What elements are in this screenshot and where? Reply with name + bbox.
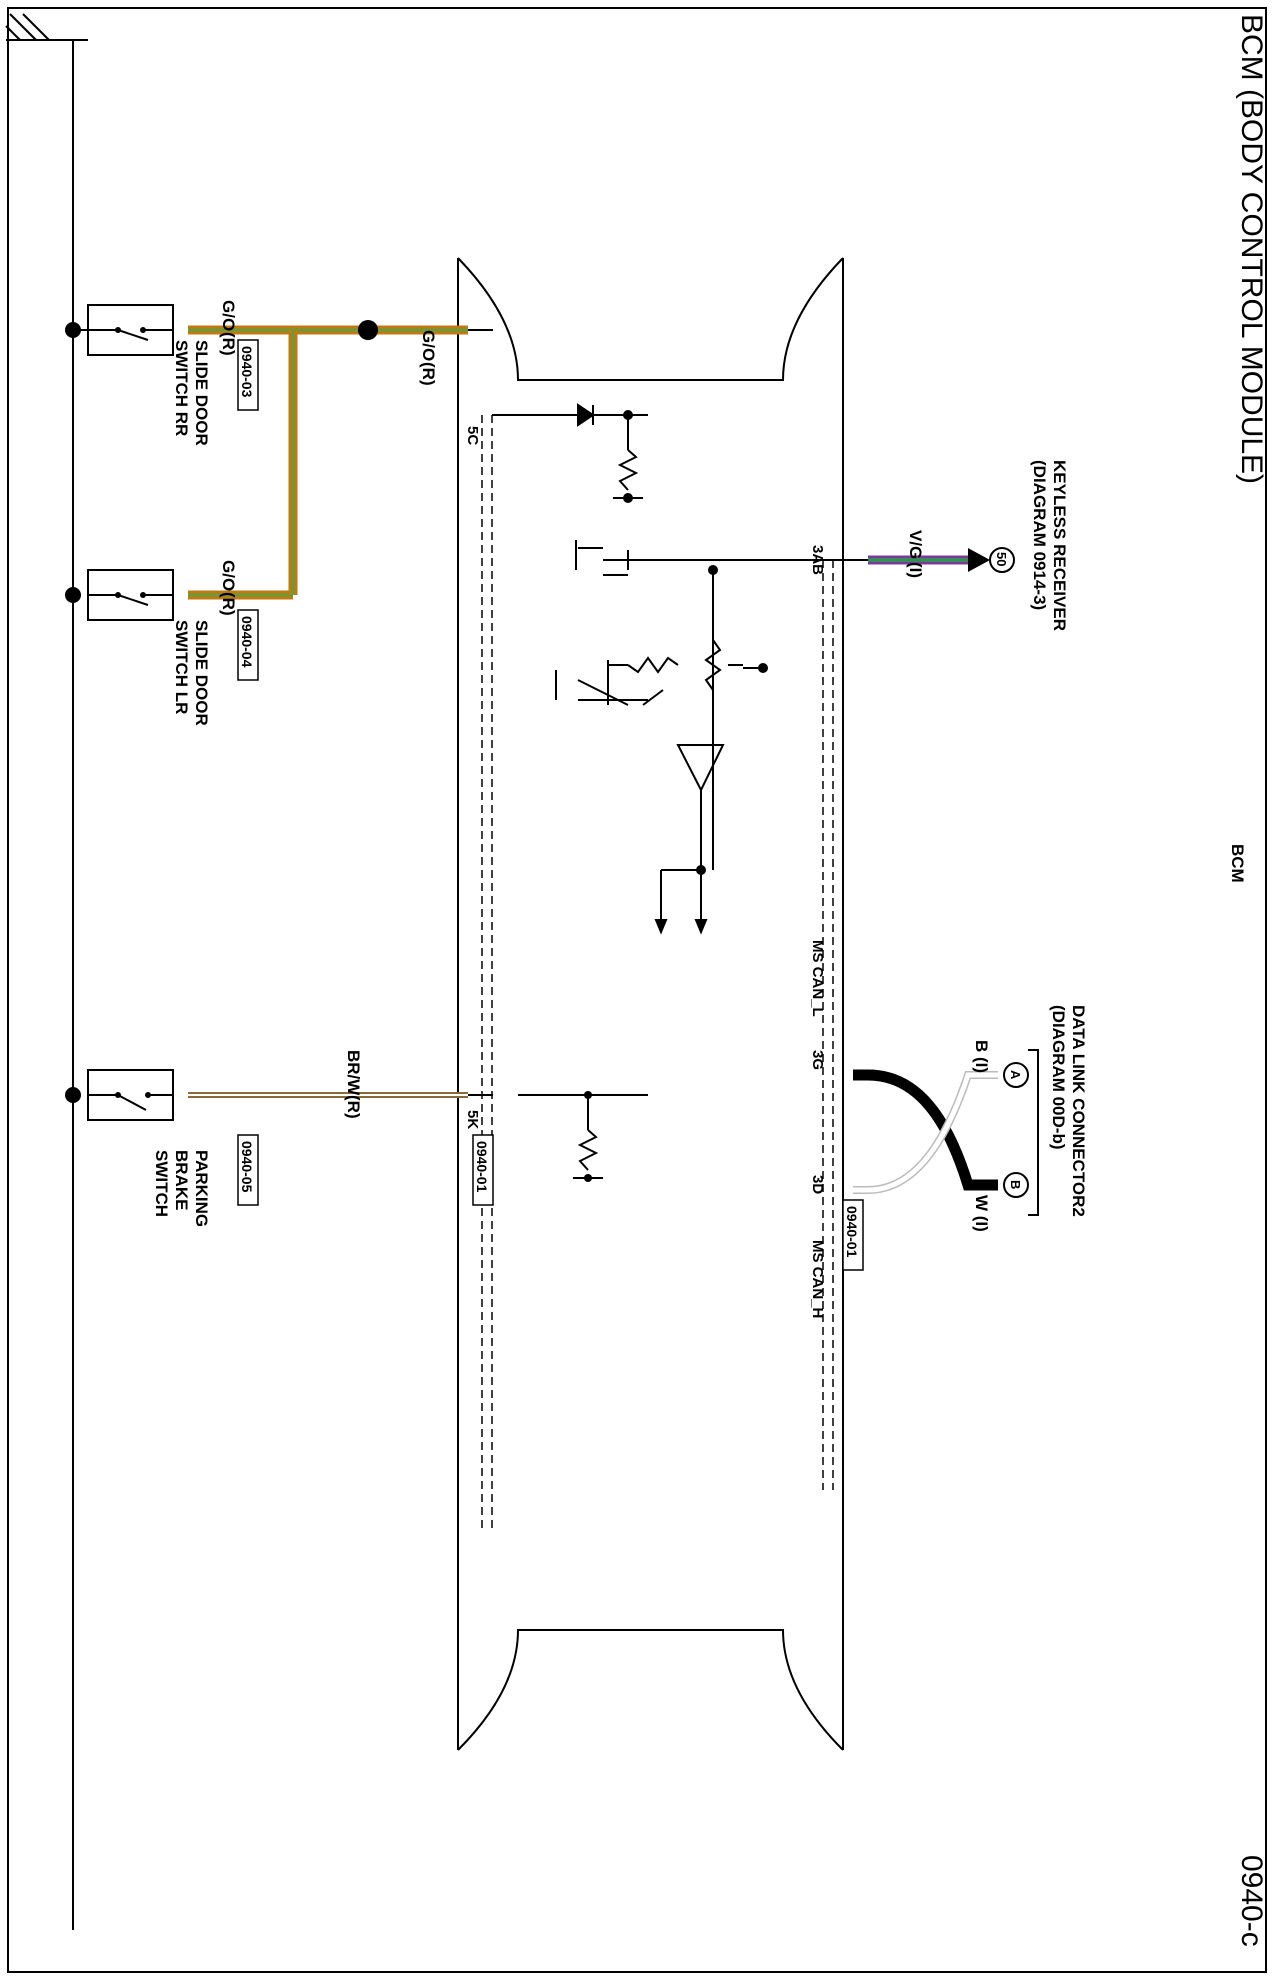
parking-brake-pin: 5K bbox=[464, 1110, 481, 1129]
keyless-receiver-wire: V/G bbox=[906, 530, 925, 559]
bcm-connector: 0940-01 bbox=[474, 1141, 490, 1193]
slide-door-lr-wire: G/O bbox=[219, 560, 238, 591]
bcm-module bbox=[457, 257, 844, 1751]
parking-brake-label-line3: SWITCH bbox=[152, 1150, 171, 1217]
data-link-signal-high: MS CAN_H bbox=[809, 1240, 826, 1318]
keyless-receiver-connector-number: 50 bbox=[994, 552, 1009, 566]
data-link-wire-b: W (I) bbox=[972, 1195, 991, 1232]
diagram-id: 0940-c bbox=[1235, 1855, 1268, 1947]
parking-brake-wire: BR/W bbox=[344, 1050, 363, 1096]
keyless-receiver-label: KEYLESS RECEIVER bbox=[1050, 460, 1069, 631]
page-frame bbox=[7, 7, 1267, 1973]
data-link-connector: 0940-01 bbox=[844, 1206, 860, 1258]
slide-door-rr-label: SLIDE DOOR bbox=[192, 340, 211, 446]
bcm-connector-box bbox=[472, 1134, 494, 1206]
data-link-pin-high: 3D bbox=[809, 1175, 826, 1194]
slide-door-lr-connector: 0940-04 bbox=[239, 616, 255, 668]
parking-brake-connector: 0940-05 bbox=[239, 1141, 255, 1193]
slide-door-lr-wire-grade: (R) bbox=[219, 592, 238, 616]
bcm-5c-wire: G/O bbox=[419, 330, 438, 361]
parking-brake-wire-grade: (R) bbox=[344, 1095, 363, 1119]
data-link-circuit bbox=[853, 1049, 1039, 1216]
slide-door-lr-circuit bbox=[65, 330, 298, 621]
ground-bus bbox=[5, 13, 88, 1930]
data-link-terminal-b: B bbox=[1008, 1180, 1023, 1189]
bcm-5c-pin: 5C bbox=[464, 426, 481, 445]
data-link-wire-a: B (I) bbox=[972, 1040, 991, 1073]
parking-brake-label: PARKING bbox=[192, 1150, 211, 1227]
slide-door-rr-wire: G/O bbox=[219, 300, 238, 331]
keyless-receiver-diagram-ref: (DIAGRAM 0914-3) bbox=[1030, 460, 1049, 610]
data-link-label: DATA LINK CONNECTOR2 bbox=[1069, 1005, 1088, 1217]
bcm-5c-internal bbox=[492, 403, 648, 503]
parking-brake-connector-box bbox=[237, 1134, 259, 1206]
data-link-signal-low: MS CAN_L bbox=[809, 940, 826, 1017]
slide-door-lr-connector-box bbox=[237, 609, 259, 681]
slide-door-rr-connector: 0940-03 bbox=[239, 346, 255, 398]
bcm-internal-circuit bbox=[555, 540, 823, 935]
slide-door-rr-circuit bbox=[65, 304, 493, 356]
slide-door-lr-label-line2: SWITCH LR bbox=[172, 620, 191, 714]
bcm-connector-dashes bbox=[481, 415, 834, 1530]
bcm-label: BCM bbox=[1228, 844, 1247, 883]
slide-door-rr-label-line2: SWITCH RR bbox=[172, 340, 191, 436]
keyless-receiver-wire-grade: (I) bbox=[906, 562, 925, 578]
diagram-title: BCM (BODY CONTROL MODULE) bbox=[1235, 14, 1268, 484]
keyless-receiver-circuit bbox=[748, 547, 1015, 573]
parking-brake-circuit bbox=[65, 1069, 648, 1182]
bcm-5c-wire-grade: (R) bbox=[419, 362, 438, 386]
slide-door-rr-connector-box bbox=[237, 339, 259, 411]
data-link-pin-low: 3G bbox=[809, 1050, 826, 1070]
slide-door-lr-label: SLIDE DOOR bbox=[192, 620, 211, 726]
slide-door-rr-wire-grade: (R) bbox=[219, 332, 238, 356]
parking-brake-label-line2: BRAKE bbox=[172, 1150, 191, 1210]
data-link-terminal-a: A bbox=[1008, 1070, 1023, 1080]
data-link-diagram-ref: (DIAGRAM 00D-b) bbox=[1049, 1005, 1068, 1150]
data-link-connector-box bbox=[842, 1199, 864, 1271]
